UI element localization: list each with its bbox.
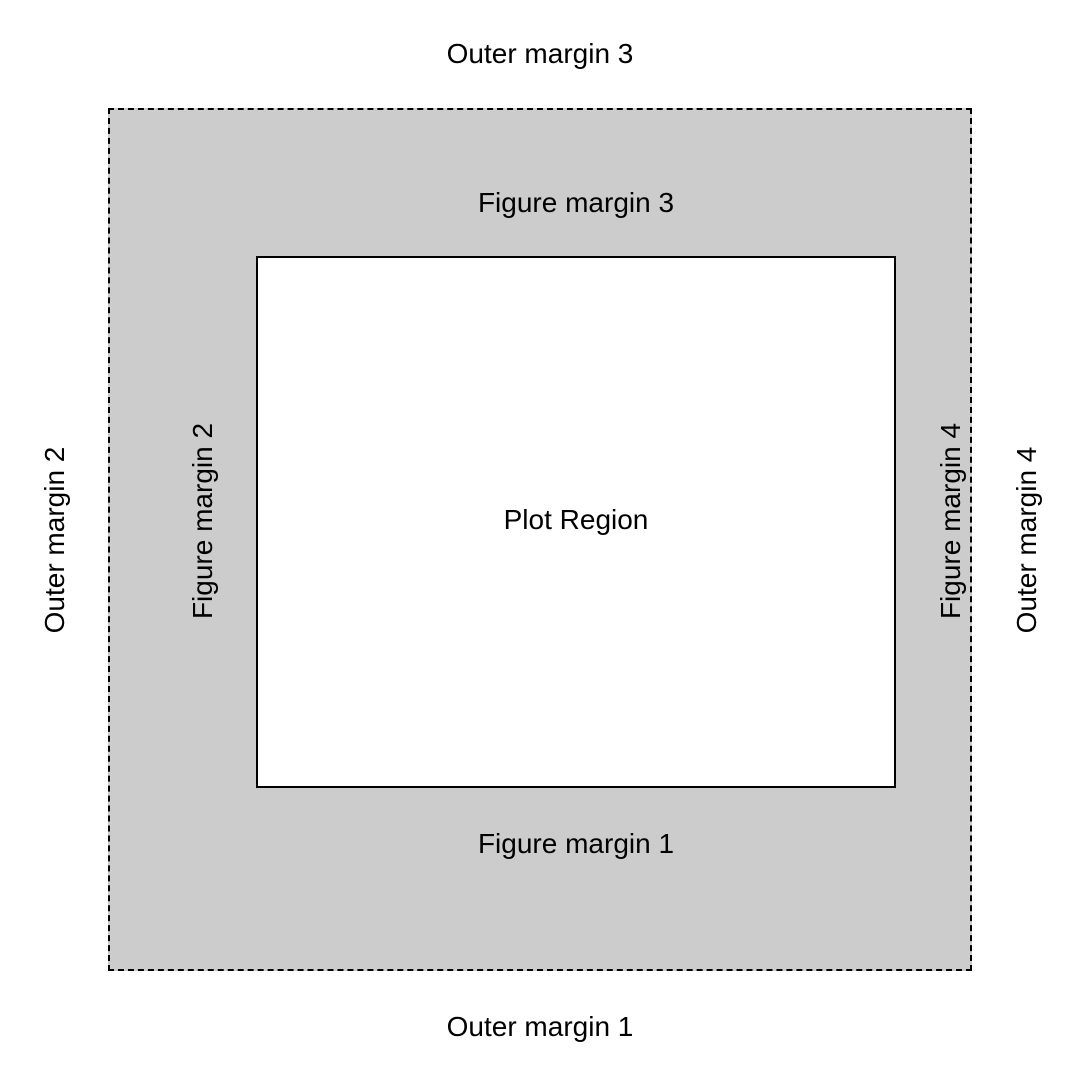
outer-margin-4-label: Outer margin 4: [1011, 446, 1042, 634]
figure-margin-3-label: Figure margin 3: [477, 187, 675, 218]
plot-region-label: Plot Region: [503, 504, 649, 535]
outer-margin-3-label: Outer margin 3: [446, 38, 634, 69]
figure-margin-4-label: Figure margin 4: [935, 422, 966, 620]
figure-margin-2-label: Figure margin 2: [187, 422, 218, 620]
outer-margin-1-label: Outer margin 1: [446, 1011, 634, 1042]
figure-margin-1-label: Figure margin 1: [477, 828, 675, 859]
outer-margin-2-label: Outer margin 2: [39, 446, 70, 634]
plot-region: [256, 256, 896, 788]
